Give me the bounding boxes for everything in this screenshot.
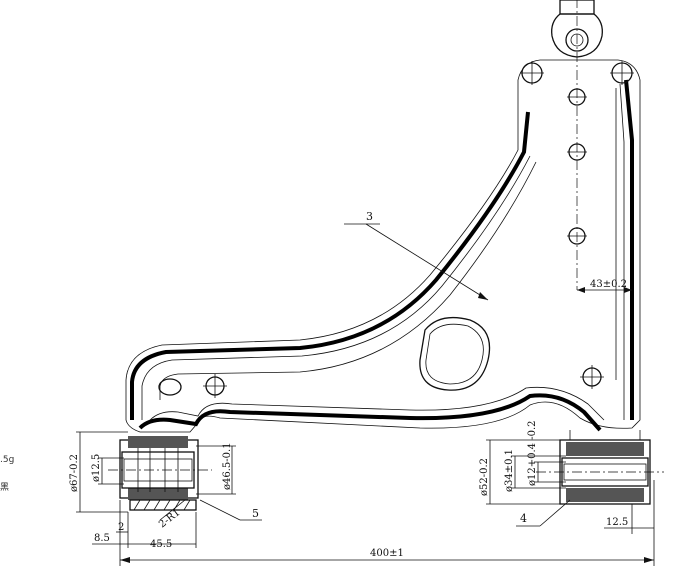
part-label-rear-bush: 4 [520,512,527,525]
rear-bush [536,430,664,505]
side-note-weight: .5g [0,455,14,465]
front-bush [108,436,212,511]
dim-front-left-gap: 8.5 [94,533,110,544]
dim-ball-joint-offset: 43±0.2 [590,279,627,290]
lightening-hole [419,316,491,391]
dim-rear-bush-inner: ø34±0.1 [504,449,515,492]
ball-joint [551,0,603,290]
dim-front-width: 45.5 [150,539,172,550]
dim-front-bush-outer: ø67-0.2 [69,454,80,492]
dim-rear-bush-outer: ø52-0.2 [479,458,490,496]
part-label-arm: 3 [366,210,373,223]
mounting-holes [158,61,634,398]
dim-overall-length: 400±1 [370,548,404,559]
dimension-lines [76,223,655,566]
control-arm-body [125,59,641,433]
dim-front-bush-body: ø46.5-0.1 [222,442,233,490]
dim-front-bush-bore: ø12.5 [91,454,102,482]
part-label-front-bush: 5 [252,507,259,520]
side-note-marking: 黑 [0,482,9,493]
dim-front-gap-2: 2 [118,522,124,533]
dim-rear-bush-bore: ø12+0.4 -0.2 [527,421,538,487]
dim-rear-offset: 12.5 [606,517,628,528]
